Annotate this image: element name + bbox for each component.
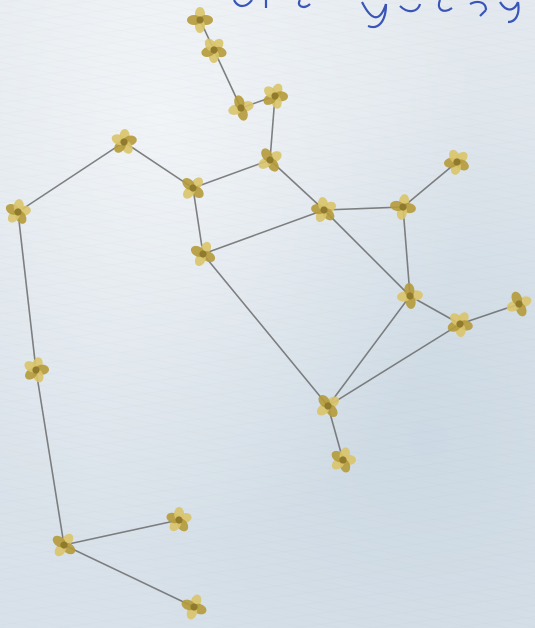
pressed-flower [388, 192, 418, 222]
pressed-flower [225, 92, 257, 124]
pencil-line [64, 545, 194, 607]
pressed-flower [257, 79, 292, 114]
pressed-flower [186, 237, 221, 272]
pressed-flower [2, 196, 33, 228]
pressed-flower [46, 527, 82, 563]
flower-center [196, 16, 203, 23]
pressed-flower [310, 388, 346, 424]
pressed-flower [175, 170, 212, 207]
pencil-line [403, 162, 457, 207]
pressed-flowers [2, 7, 535, 624]
pressed-flower [109, 128, 139, 157]
pressed-flower [195, 31, 233, 69]
pencil-line [328, 296, 410, 406]
pressed-flower [438, 143, 476, 181]
pressed-flower [441, 306, 478, 343]
pressed-flower [162, 503, 195, 537]
pencil-line [193, 160, 270, 188]
pressed-flower [177, 590, 210, 623]
pencil-line [36, 370, 64, 545]
pressed-flower [187, 7, 213, 33]
pencil-line [324, 210, 410, 296]
pressed-flower [19, 354, 53, 387]
pencil-lines [18, 20, 519, 607]
pencil-line [64, 520, 179, 545]
pressed-flower [329, 446, 356, 474]
pencil-line [203, 210, 324, 254]
pencil-line [403, 207, 410, 296]
pencil-line [18, 142, 124, 212]
pencil-line [18, 212, 36, 370]
pressed-flower [502, 287, 535, 321]
pencil-line [328, 324, 460, 406]
pencil-line [203, 254, 328, 406]
pencil-line [193, 188, 203, 254]
